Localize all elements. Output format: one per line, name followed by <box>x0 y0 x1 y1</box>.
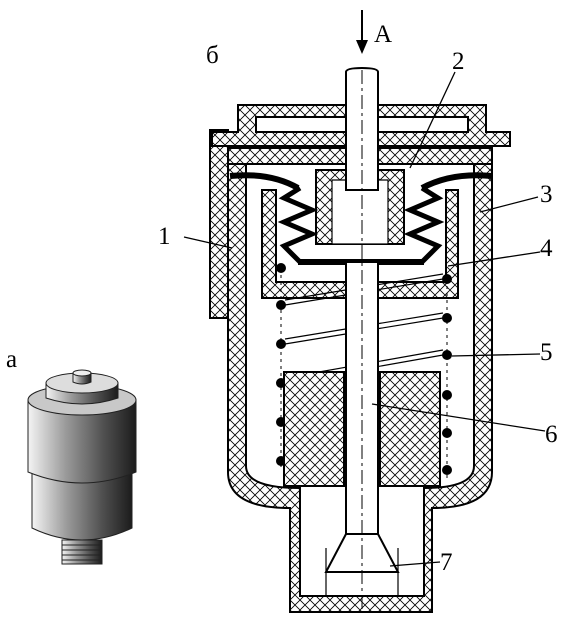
outer-sleeve <box>209 129 229 319</box>
device-photo <box>27 369 137 565</box>
bellows-left <box>277 185 319 264</box>
upper-body <box>27 399 137 484</box>
callout-1: 1 <box>158 223 171 250</box>
top-cap-section <box>211 104 511 147</box>
view-label-b: б <box>206 42 219 69</box>
callout-7: 7 <box>440 549 453 576</box>
section-view <box>183 10 546 613</box>
bellows-right <box>403 185 445 264</box>
leader-lines <box>183 71 546 567</box>
callout-3: 3 <box>540 181 553 208</box>
thread-stub <box>61 539 103 565</box>
arrow-a <box>356 10 368 54</box>
callout-5: 5 <box>540 339 553 366</box>
lower-body <box>31 469 133 541</box>
callout-6: 6 <box>545 421 558 448</box>
view-label-a: а <box>6 346 17 373</box>
outer-housing <box>227 131 493 613</box>
callout-4: 4 <box>540 235 553 262</box>
arrow-label: A <box>374 21 392 48</box>
coil-dashes <box>280 268 448 480</box>
callout-2: 2 <box>452 48 465 75</box>
